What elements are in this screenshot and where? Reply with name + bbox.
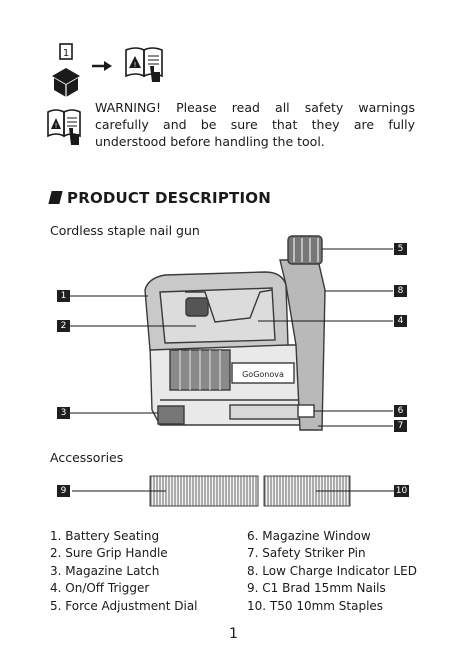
brand-logo-text: GoGonova xyxy=(242,370,284,379)
callout-3: 3 xyxy=(57,407,70,419)
callout-4: 4 xyxy=(394,315,407,327)
svg-text:!: ! xyxy=(55,122,58,130)
accessories-illustration: 9 10 xyxy=(0,470,467,510)
arrow-right-icon xyxy=(92,61,112,71)
callout-10: 10 xyxy=(394,485,409,497)
list-item: 2. Sure Grip Handle xyxy=(50,545,198,562)
section-title: PRODUCT DESCRIPTION xyxy=(50,189,271,207)
list-item: 1. Battery Seating xyxy=(50,528,198,545)
list-item: 6. Magazine Window xyxy=(247,528,417,545)
callout-6: 6 xyxy=(394,405,407,417)
callout-1: 1 xyxy=(57,290,70,302)
callout-2: 2 xyxy=(57,320,70,332)
open-box-icon xyxy=(52,68,80,97)
parts-list-left: 1. Battery Seating 2. Sure Grip Handle 3… xyxy=(50,528,198,615)
list-item: 10. T50 10mm Staples xyxy=(247,598,417,615)
staple-gun-illustration: GoGonova 1 2 3 4 5 6 7 8 xyxy=(0,230,467,440)
callout-5: 5 xyxy=(394,243,407,255)
list-item: 8. Low Charge Indicator LED xyxy=(247,563,417,580)
list-item: 9. C1 Brad 15mm Nails xyxy=(247,580,417,597)
list-item: 5. Force Adjustment Dial xyxy=(50,598,198,615)
list-item: 4. On/Off Trigger xyxy=(50,580,198,597)
list-item: 3. Magazine Latch xyxy=(50,563,198,580)
book-number: 1 xyxy=(63,48,69,59)
section-marker-icon xyxy=(48,191,62,204)
accessories-subtitle: Accessories xyxy=(50,450,123,465)
read-book-warning-icon: ! xyxy=(126,48,162,82)
callout-8: 8 xyxy=(394,285,407,297)
read-manual-icons: 1 ! xyxy=(50,42,170,102)
brad-nails-strip xyxy=(150,476,258,506)
list-item: 7. Safety Striker Pin xyxy=(247,545,417,562)
page-number: 1 xyxy=(0,626,467,642)
warning-text: WARNING! Please read all safety warnings… xyxy=(95,99,415,150)
callout-7: 7 xyxy=(394,420,407,432)
svg-text:!: ! xyxy=(134,61,137,69)
parts-list-right: 6. Magazine Window 7. Safety Striker Pin… xyxy=(247,528,417,615)
warning-manual-icon: ! xyxy=(46,106,86,146)
callout-9: 9 xyxy=(57,485,70,497)
manual-book-icon: 1 xyxy=(60,44,72,59)
